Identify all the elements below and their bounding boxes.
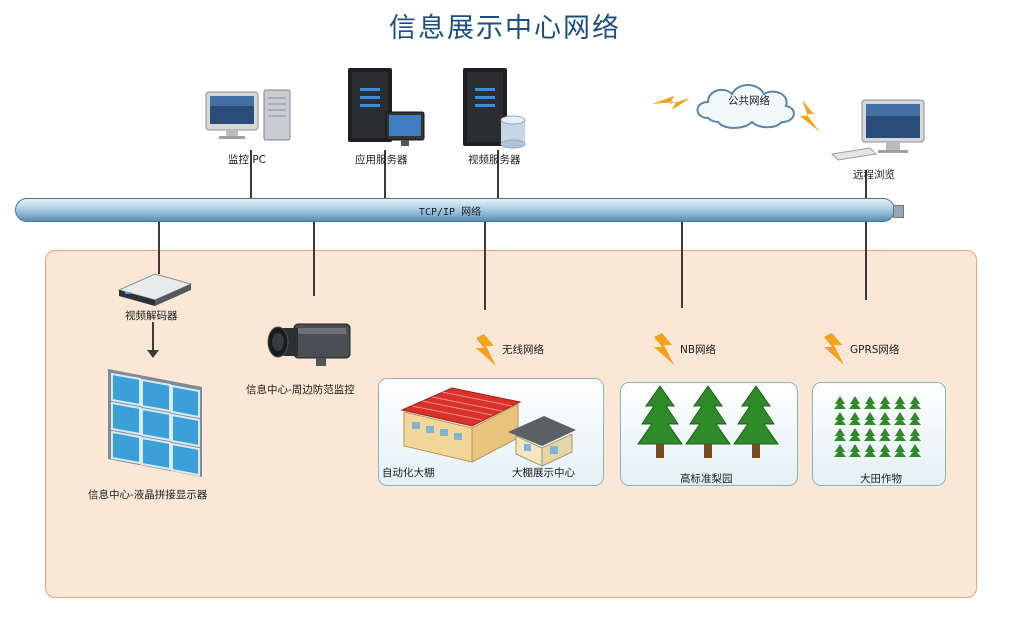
crop-plant [834,428,846,441]
orchard-label: 高标准梨园 [680,473,733,485]
field-zone [812,382,946,486]
crop-plant [834,444,846,457]
crop-plant [879,396,891,409]
crop-plant [909,428,921,441]
video-decoder-label: 视频解码器 [125,310,178,322]
crop-plant [894,396,906,409]
line-gprs [865,220,867,300]
crop-plant [864,428,876,441]
crop-plant [849,444,861,457]
crop-plant [849,396,861,409]
line-remote-browse [865,170,867,200]
line-wifi [484,220,486,310]
crop-plant [864,396,876,409]
crop-plant [849,428,861,441]
pipe-end-cap [893,205,904,218]
crop-plant [879,412,891,425]
field-label: 大田作物 [860,473,902,485]
video-server-label: 视频服务器 [468,154,521,166]
pine-trees-icon [637,385,779,458]
arrow-head-icon [147,350,159,358]
lcd-wall-label: 信息中心-液晶拼接显示器 [88,489,208,501]
crop-plant [909,396,921,409]
cloud-icon [652,84,820,132]
line-app-server [384,150,386,200]
remote-browse-icon [830,99,925,161]
video-decoder-icon [117,273,193,306]
cloud-label: 公共网络 [728,95,770,107]
tcpip-network-label: TCP/IP 网络 [418,207,482,218]
wifi-lightning-icon [476,334,496,366]
display-center-label: 大棚展示中心 [512,467,575,479]
line-monitor-pc [250,150,252,200]
crop-plant [834,396,846,409]
crop-plant [834,412,846,425]
line-camera [313,220,315,296]
gprs-label: GPRS网络 [850,344,900,356]
wifi-label: 无线网络 [502,344,544,356]
camera-label: 信息中心-周边防范监控 [246,384,355,396]
line-video-server [497,150,499,200]
monitor-pc-label: 监控 PC [228,154,267,166]
monitor-pc-icon [205,89,291,141]
video-server-icon [463,68,526,149]
crop-plant [894,412,906,425]
app-server-label: 应用服务器 [355,154,408,166]
line-nb [681,220,683,308]
tcpip-network-pipe [15,198,895,222]
remote-browse-label: 远程浏览 [853,169,895,181]
crop-plant [879,444,891,457]
greenhouse-icon [400,387,576,467]
line-video-decoder [158,220,160,274]
lcd-wall-icon [108,369,202,477]
crop-plant [909,444,921,457]
gprs-lightning-icon [824,333,844,365]
field-crops-icon [834,396,921,457]
arrow-decoder-wall [152,322,154,352]
crop-plant [894,428,906,441]
crop-plant [894,444,906,457]
crop-plant [864,412,876,425]
camera-icon [267,323,351,366]
diagram-title: 信息展示中心网络 [389,13,621,44]
crop-plant [864,444,876,457]
nb-lightning-icon [654,333,674,365]
crop-plant [849,412,861,425]
greenhouse-label: 自动化大棚 [382,467,435,479]
app-server-icon [348,68,425,146]
crop-plant [879,428,891,441]
nb-label: NB网络 [680,344,717,356]
crop-plant [909,412,921,425]
